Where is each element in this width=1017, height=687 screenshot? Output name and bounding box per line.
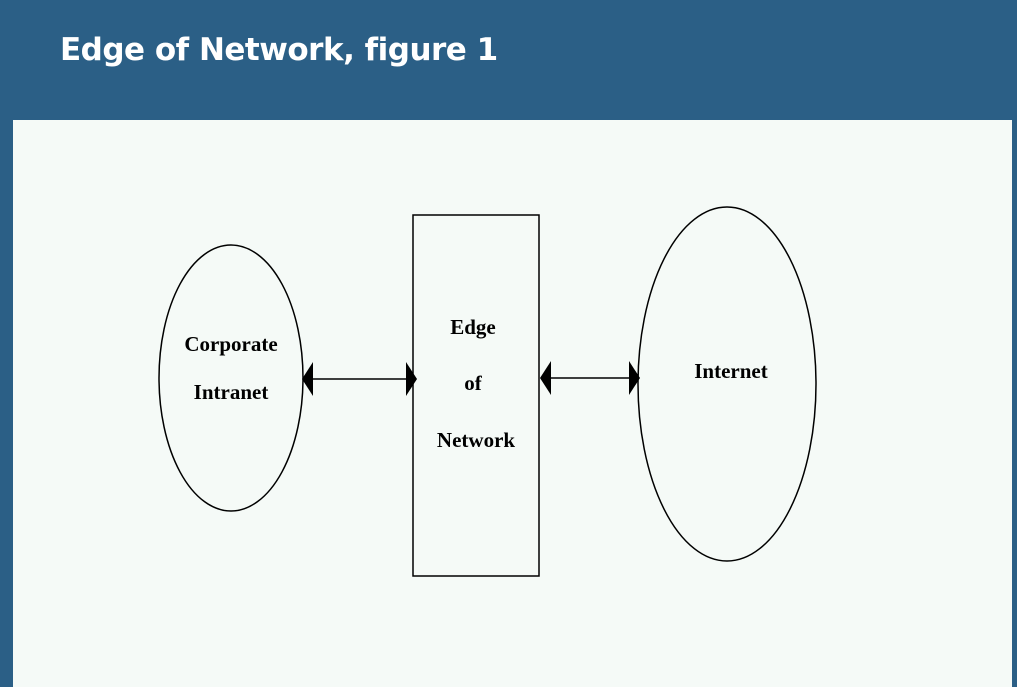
arrowhead-left-icon [540,361,551,395]
intranet-label-line2: Intranet [194,380,269,404]
diagram-canvas: Corporate Intranet Edge of Network Inter… [13,120,1012,687]
connector-intranet-edge [302,362,417,396]
slide-title: Edge of Network, figure 1 [60,32,498,68]
edge-label-line1: Edge [450,315,496,339]
edge-label-line3: Network [437,428,515,452]
intranet-node [158,244,304,512]
arrowhead-right-icon [629,361,640,395]
internet-label: Internet [694,359,767,383]
arrowhead-right-icon [406,362,417,396]
arrowhead-left-icon [302,362,313,396]
internet-node [637,206,817,562]
connector-edge-internet [540,361,640,395]
edge-of-network-node [412,214,540,577]
network-diagram: Corporate Intranet Edge of Network Inter… [158,206,817,577]
intranet-label-line1: Corporate [184,332,277,356]
edge-label-line2: of [464,371,483,395]
